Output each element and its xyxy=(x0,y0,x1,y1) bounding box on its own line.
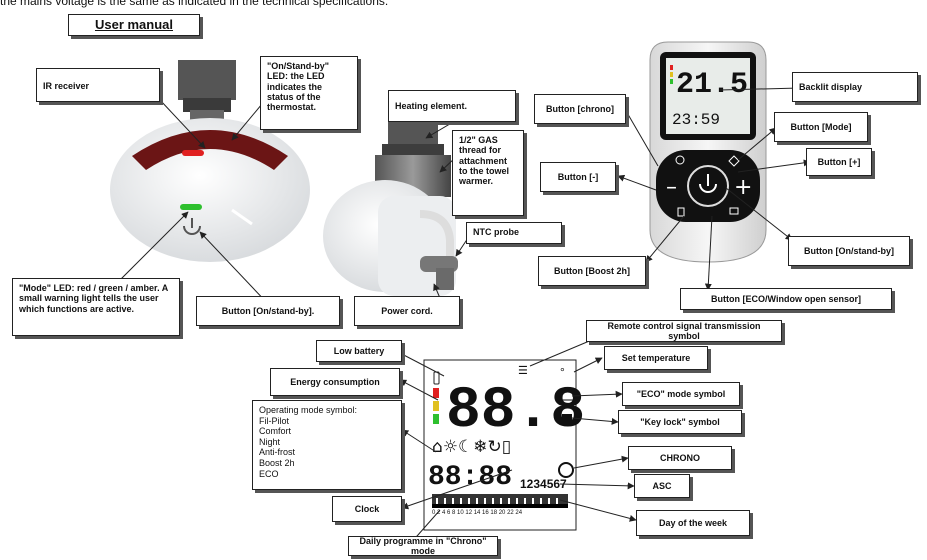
operating-mode-list: Operating mode symbol: Fil-Pilot Comfort… xyxy=(252,400,402,490)
degree-symbol: ° xyxy=(560,365,565,379)
label-key-lock: "Key lock" symbol xyxy=(618,410,742,434)
remote-control: 21.5 23:59 – + xyxy=(649,41,767,263)
lcd-time: 88:88 xyxy=(428,462,512,493)
label-set-temperature: Set temperature xyxy=(604,346,708,370)
label-eco-symbol: "ECO" mode symbol xyxy=(622,382,740,406)
probe-clip xyxy=(419,210,454,264)
energy-bar-green xyxy=(433,414,439,424)
mode-icons-row: ⌂☼☾❄↻▯ xyxy=(432,437,511,457)
remote-eco-button[interactable] xyxy=(729,207,739,215)
lock-icon xyxy=(562,414,572,424)
label-button-onstandby-heater: Button [On/stand-by]. xyxy=(196,296,340,326)
remote-plus-button[interactable]: + xyxy=(734,175,752,200)
label-button-minus: Button [-] xyxy=(540,162,616,192)
operating-mode-item: Fil-Pilot xyxy=(259,415,290,426)
label-energy-consumption: Energy consumption xyxy=(270,368,400,396)
power-icon[interactable] xyxy=(183,218,201,235)
label-low-battery: Low battery xyxy=(316,340,402,362)
label-backlit-display: Backlit display xyxy=(792,72,918,102)
lcd-panel: 88.8 ° ☰ ⌂☼☾❄↻▯ 88:88 1234567 0 2 4 6 8 … xyxy=(423,359,585,531)
program-ticks xyxy=(432,494,568,504)
thermostat-side xyxy=(323,118,458,296)
label-button-plus: Button [+] xyxy=(806,148,872,176)
label-button-mode: Button [Mode] xyxy=(774,112,868,142)
operating-mode-item: Night xyxy=(259,436,281,447)
label-asc: ASC xyxy=(634,474,690,498)
lcd-days: 1234567 xyxy=(520,477,567,491)
remote-display-screen xyxy=(666,58,750,134)
label-button-boost: Button [Boost 2h] xyxy=(538,256,646,286)
label-remote-signal: Remote control signal transmission symbo… xyxy=(586,320,782,342)
label-clock: Clock xyxy=(332,496,402,522)
label-button-onstandby-remote: Button [On/stand-by] xyxy=(788,236,910,266)
remote-time: 23:59 xyxy=(672,111,720,129)
operating-mode-item: Comfort xyxy=(259,426,292,437)
remote-bar-green xyxy=(670,79,673,84)
remote-temp: 21.5 xyxy=(676,68,748,102)
label-chrono: CHRONO xyxy=(628,446,732,470)
label-button-chrono: Button [chrono] xyxy=(534,94,626,124)
hour-scale: 0 2 4 6 8 10 12 14 16 18 20 22 24 xyxy=(432,510,523,516)
label-onstandby-led: "On/Stand-by" LED: the LED indicates the… xyxy=(260,56,358,130)
energy-bar-red xyxy=(433,388,439,398)
remote-minus-button[interactable]: – xyxy=(666,175,677,200)
operating-mode-heading: Operating mode symbol: xyxy=(259,405,358,415)
mount-ring xyxy=(183,98,231,112)
highlight xyxy=(231,208,253,226)
label-button-eco: Button [ECO/Window open sensor] xyxy=(680,288,892,310)
label-gas-thread: 1/2" GAS thread for attachment to the to… xyxy=(452,130,524,216)
remote-chrono-button[interactable] xyxy=(675,155,685,165)
mode-led xyxy=(180,204,202,210)
lcd-temp: 88.8 xyxy=(446,379,585,444)
label-ntc-probe: NTC probe xyxy=(466,222,562,244)
gas-nut xyxy=(382,144,444,158)
mount-top xyxy=(178,60,236,100)
label-ir-receiver: IR receiver xyxy=(36,68,160,102)
ir-window xyxy=(132,130,288,170)
thermostat-front xyxy=(110,60,310,262)
label-heating-element: Heating element. xyxy=(388,90,516,122)
remote-boost-button[interactable] xyxy=(677,207,685,217)
label-daily-programme: Daily programme in "Chrono" mode xyxy=(348,536,498,556)
label-mode-led: "Mode" LED: red / green / amber. A small… xyxy=(12,278,180,336)
onstandby-led xyxy=(182,150,204,156)
heating-element-top xyxy=(388,118,438,146)
operating-mode-item: Boost 2h xyxy=(259,458,295,469)
leader-lines xyxy=(117,84,811,545)
label-power-cord: Power cord. xyxy=(354,296,460,326)
intro-line: the mains voltage is the same as indicat… xyxy=(0,0,389,8)
remote-bar-amber xyxy=(670,72,673,77)
operating-mode-item: Anti-frost xyxy=(259,447,296,458)
remote-power-icon[interactable] xyxy=(699,174,717,193)
label-day-of-week: Day of the week xyxy=(636,510,750,536)
power-cord xyxy=(436,268,454,290)
operating-mode-item: ECO xyxy=(259,468,279,479)
page-title: User manual xyxy=(68,14,200,36)
remote-mode-button[interactable] xyxy=(728,155,740,167)
remote-bar-red xyxy=(670,65,673,70)
signal-icon: ☰ xyxy=(518,365,528,377)
energy-bar-amber xyxy=(433,401,439,411)
chrono-icon xyxy=(558,462,574,478)
